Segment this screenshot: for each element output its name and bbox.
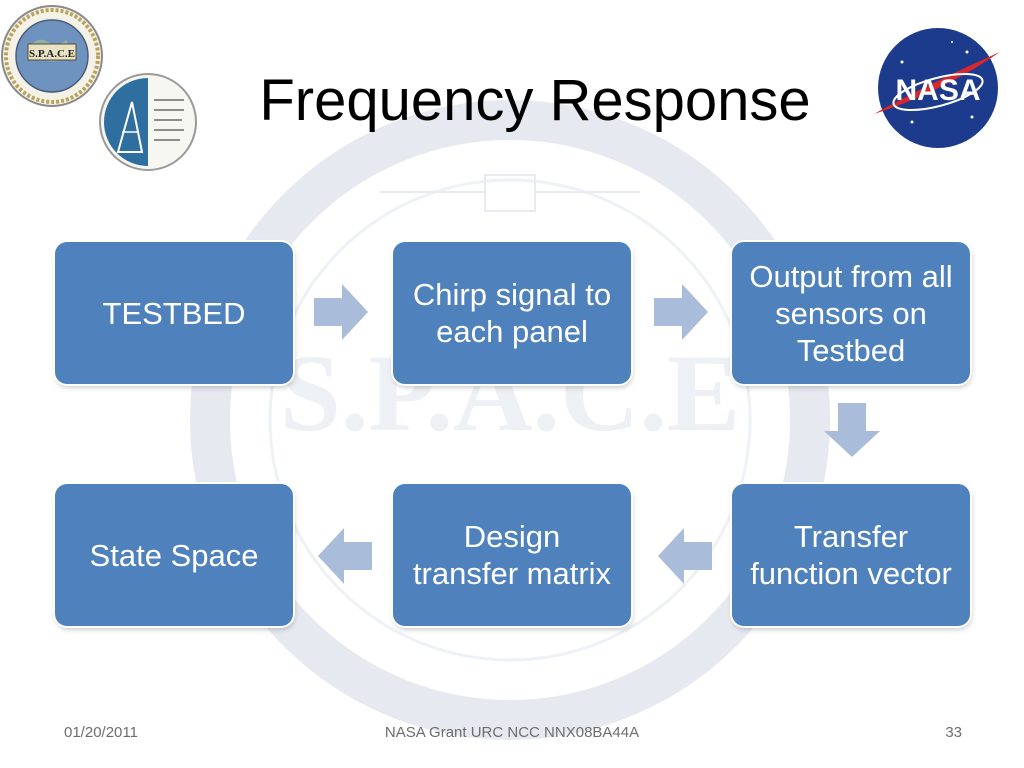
nasa-logo-text: NASA — [895, 74, 980, 107]
box-chirp-signal: Chirp signal to each panel — [393, 242, 631, 384]
box-design-transfer-matrix: Design transfer matrix — [393, 484, 631, 626]
box-output-sensors: Output from all sensors on Testbed — [732, 242, 970, 384]
arrow-left-1 — [658, 528, 712, 584]
arrow-down — [824, 403, 880, 457]
footer-date: 01/20/2011 — [64, 724, 138, 741]
department-seal-logo — [99, 73, 197, 171]
box-testbed: TESTBED — [55, 242, 293, 384]
arrow-right-1 — [314, 284, 368, 340]
slide-title: Frequency Response — [259, 68, 811, 133]
box-transfer-function-vector: Transfer function vector — [732, 484, 970, 626]
box-state-space: State Space — [55, 484, 293, 626]
footer-grant: NASA Grant URC NCC NNX08BA44A — [384, 724, 640, 741]
arrow-left-2 — [318, 528, 372, 584]
space-seal-text: S.P.A.C.E — [29, 48, 75, 60]
space-seal-logo: S.P.A.C.E — [1, 5, 103, 107]
footer-page-number: 33 — [945, 724, 962, 741]
nasa-logo: NASA — [874, 28, 1000, 148]
arrow-right-2 — [654, 284, 708, 340]
